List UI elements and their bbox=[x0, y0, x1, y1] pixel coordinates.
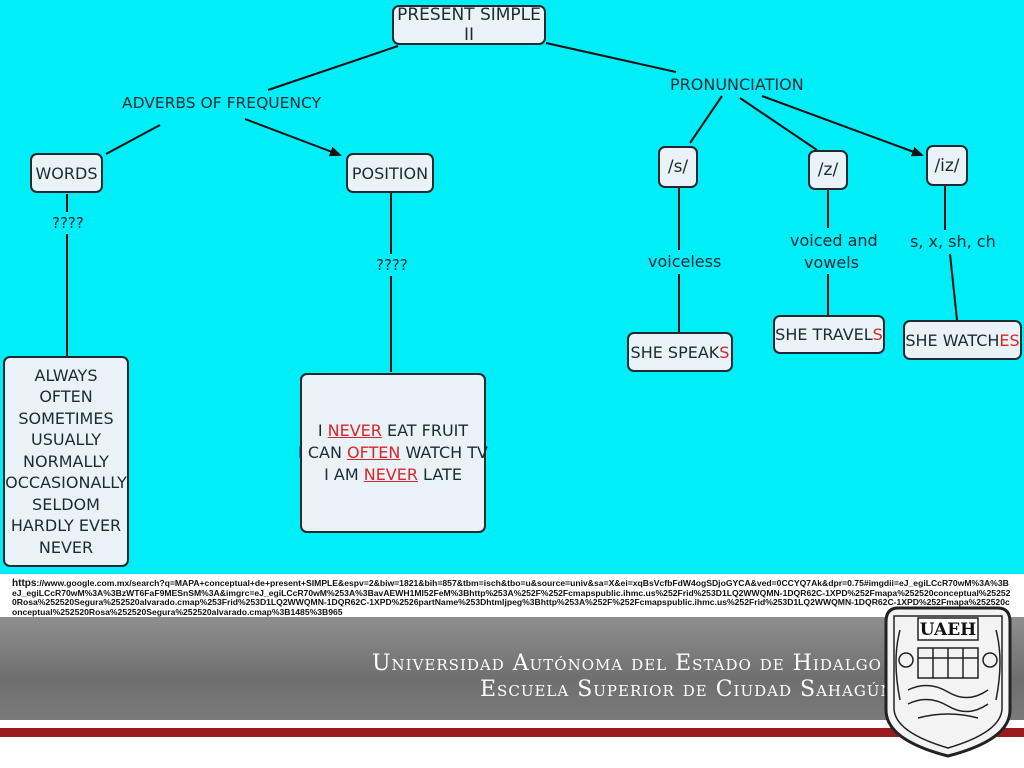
example-adverb: NEVER bbox=[363, 465, 418, 484]
adverb-item: OFTEN bbox=[39, 387, 93, 407]
edge-rule-example bbox=[949, 253, 958, 321]
adverb-item: HARDLY EVER bbox=[10, 516, 122, 536]
position-examples-node: I NEVER EAT FRUIT I CAN OFTEN WATCH TV I… bbox=[298, 373, 488, 533]
adverb-item: NEVER bbox=[38, 537, 94, 557]
adverb-item: USUALLY bbox=[31, 430, 101, 450]
words-node-label: WORDS bbox=[35, 163, 98, 183]
voiceless-label: voiceless bbox=[648, 252, 722, 271]
edge-pronunciation-s bbox=[689, 95, 723, 144]
example-adverb: OFTEN bbox=[347, 443, 401, 462]
sound-iz-node: /iz/ bbox=[926, 145, 968, 186]
concept-map-connectors bbox=[66, 42, 958, 372]
university-seal-logo: UAEH bbox=[884, 606, 1012, 758]
example-s-base: SHE SPEAK bbox=[630, 342, 720, 362]
adverb-item: SELDOM bbox=[32, 494, 100, 514]
example-s-ending: S bbox=[719, 342, 730, 362]
example-iz-base: SHE WATCH bbox=[905, 330, 1000, 350]
edge-title-pronunciation bbox=[545, 42, 677, 73]
edge-pronunciation-iz bbox=[761, 95, 924, 157]
adverb-item: NORMALLY bbox=[23, 451, 109, 471]
position-node-label: POSITION bbox=[351, 163, 429, 183]
sound-iz-label: /iz/ bbox=[934, 155, 960, 176]
source-url-rest: ://www.google.com.mx/search?q=MAPA+conce… bbox=[12, 578, 1011, 617]
title-node: PRESENT SIMPLE II bbox=[392, 5, 546, 45]
seal-text: UAEH bbox=[920, 620, 977, 640]
edge-pronunciation-z bbox=[739, 97, 818, 151]
adverb-item: OCCASIONALLY bbox=[5, 473, 127, 493]
position-question: ???? bbox=[376, 256, 408, 274]
footer-red-stripe bbox=[0, 728, 1024, 737]
iz-rule-label: s, x, sh, ch bbox=[910, 232, 996, 251]
footer-band bbox=[0, 617, 1024, 720]
edge-title-adverbs bbox=[267, 45, 399, 91]
example-iz-ending: ES bbox=[999, 330, 1020, 350]
example-sentence-2: I CAN OFTEN WATCH TV bbox=[298, 443, 488, 462]
adverbs-list-node: ALWAYS OFTEN SOMETIMES USUALLY NORMALLY … bbox=[3, 356, 129, 567]
example-z-base: SHE TRAVEL bbox=[775, 325, 873, 344]
words-node: WORDS bbox=[30, 153, 103, 193]
example-adverb: NEVER bbox=[327, 421, 382, 440]
example-sentence-1: I NEVER EAT FRUIT bbox=[317, 421, 469, 440]
pronunciation-label: PRONUNCIATION bbox=[670, 75, 804, 94]
title-text: PRESENT SIMPLE II bbox=[397, 5, 541, 45]
words-question: ???? bbox=[52, 214, 84, 232]
voiced-label-line1: voiced and bbox=[790, 231, 878, 250]
voiced-label-line2: vowels bbox=[804, 253, 859, 272]
sound-s-node: /s/ bbox=[658, 146, 698, 188]
source-url-prefix: https bbox=[12, 578, 37, 589]
source-url-link[interactable]: https://www.google.com.mx/search?q=MAPA+… bbox=[12, 578, 1012, 617]
position-node: POSITION bbox=[346, 153, 434, 193]
adverbs-of-frequency-label: ADVERBS OF FREQUENCY bbox=[122, 94, 322, 112]
example-z-ending: S bbox=[872, 325, 883, 344]
sound-z-label: /z/ bbox=[817, 160, 839, 180]
sound-z-node: /z/ bbox=[808, 150, 848, 190]
example-sentence-3: I AM NEVER LATE bbox=[324, 465, 462, 484]
edge-adverbs-words bbox=[105, 124, 161, 155]
concept-map: PRESENT SIMPLE II ADVERBS OF FREQUENCY P… bbox=[0, 0, 1024, 574]
adverb-item: SOMETIMES bbox=[18, 408, 114, 428]
university-name: Universidad Autónoma del Estado de Hidal… bbox=[372, 651, 882, 676]
edge-adverbs-position bbox=[244, 118, 342, 157]
school-name: Escuela Superior de Ciudad Sahagún bbox=[480, 677, 895, 702]
adverb-item: ALWAYS bbox=[34, 365, 98, 385]
sound-s-label: /s/ bbox=[667, 157, 689, 177]
